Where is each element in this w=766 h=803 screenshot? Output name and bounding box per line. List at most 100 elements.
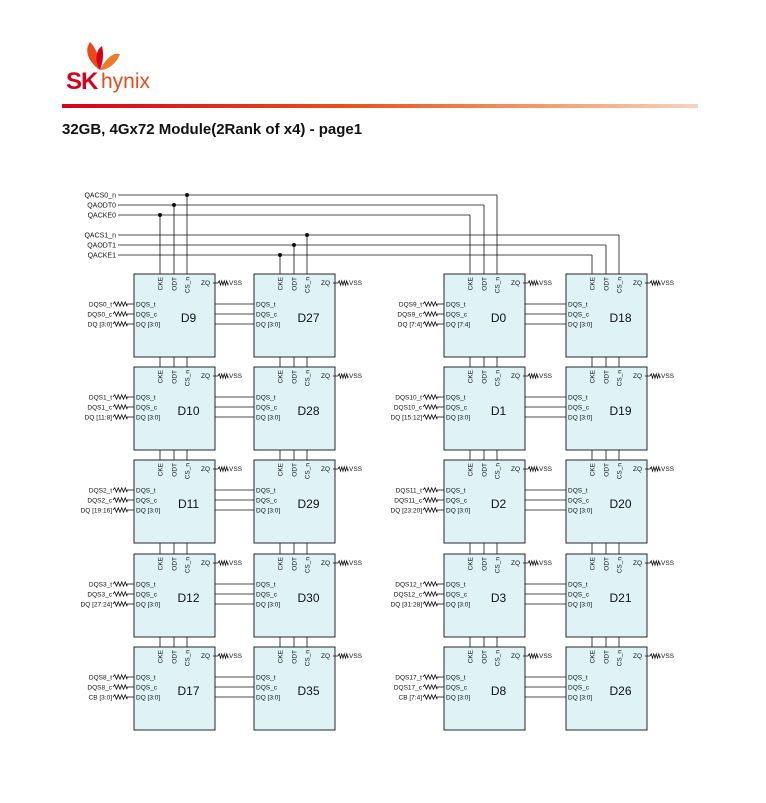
pin-label-odt: ODT [481,463,488,477]
zq-resistor [217,652,229,660]
pin-label-zq: ZQ [511,373,520,380]
pin-label-left-2: DQ [3:0] [136,414,160,421]
pin-label-cke: CKE [157,556,164,570]
pin-label-cs-n: CS_n [184,370,191,387]
vss-label: VSS [539,373,553,380]
chip-body [133,459,216,544]
pin-label-cs-n: CS_n [304,650,311,667]
pin-label-left-2: DQ [3:0] [256,694,280,701]
signal-label-0: DQS17_t [395,674,422,681]
pin-label-odt: ODT [291,370,298,384]
pin-label-left-1: DQS_c [256,404,278,411]
pin-label-zq: ZQ [511,653,520,660]
pin-label-zq: ZQ [321,653,330,660]
pin-label-left-2: DQ [3:0] [256,507,280,514]
pin-label-zq: ZQ [201,560,210,567]
pin-label-cke: CKE [157,649,164,663]
signal-label-0: DQS12_t [395,581,422,588]
vss-label: VSS [349,280,363,287]
pin-label-left-2: DQ [3:0] [136,601,160,608]
pin-label-left-1: DQS_c [256,591,278,598]
signal-label-2: CB [3:0] [89,694,113,701]
pin-label-odt: ODT [481,557,488,571]
pin-label-cs-n: CS_n [494,463,501,480]
signal-label-0: DQS9_t [399,301,422,308]
vbus-left-primary-cke-junction [158,213,162,217]
page-title: 32GB, 4Gx72 Module(2Rank of x4) - page1 [62,121,363,138]
pin-label-zq: ZQ [201,466,210,473]
vbus-left-secondary-cke-junction [278,253,282,257]
pin-label-odt: ODT [603,463,610,477]
signal-resistor-0 [422,486,438,494]
pin-label-odt: ODT [171,650,178,664]
signal-label-0: DQS1_t [89,394,112,401]
signal-resistor-2 [112,413,128,421]
pin-label-cs-n: CS_n [494,650,501,667]
pin-label-odt: ODT [171,463,178,477]
device-label: D2 [491,497,507,511]
signal-label-1: DQS12_c [394,591,423,598]
device-label: D17 [177,684,199,698]
signal-label-1: DQS11_c [394,497,422,504]
pin-label-left-0: DQS_t [568,674,588,681]
pin-label-left-0: DQS_t [136,394,156,401]
vbus-left-secondary-csn-junction [305,233,309,237]
header-gradient-bar [62,104,698,108]
vss-label: VSS [539,466,553,473]
pin-label-odt: ODT [171,557,178,571]
pin-label-left-0: DQS_t [136,581,156,588]
vss-label: VSS [229,560,243,567]
pin-label-odt: ODT [171,277,178,291]
pin-label-cke: CKE [277,462,284,476]
signal-label-1: DQS9_c [397,311,422,318]
zq-resistor [337,559,349,567]
pin-label-cke: CKE [467,556,474,570]
pin-label-left-0: DQS_t [446,301,466,308]
device-label: D27 [297,311,319,325]
signal-resistor-1 [422,403,438,411]
vbus-left-secondary-odt-junction [292,243,296,247]
pin-label-left-2: DQ [3:0] [136,507,160,514]
zq-resistor [527,559,539,567]
vss-label: VSS [539,560,553,567]
pin-label-cke: CKE [277,649,284,663]
pin-label-odt: ODT [291,557,298,571]
signal-resistor-2 [422,506,438,514]
chip-body [133,273,216,358]
pin-label-cs-n: CS_n [304,557,311,574]
zq-resistor [649,372,661,380]
vss-label: VSS [539,653,553,660]
pin-label-left-0: DQS_t [256,394,276,401]
chip-body [565,366,648,451]
signal-resistor-2 [422,320,438,328]
zq-resistor [217,372,229,380]
chip-body [443,646,526,731]
pin-label-odt: ODT [481,277,488,291]
signal-label-2: CB [7:4] [399,694,423,701]
pin-label-odt: ODT [291,463,298,477]
bus-label-rank0-0: QACS0_n [84,193,116,200]
zq-resistor [527,279,539,287]
signal-resistor-2 [112,506,128,514]
pin-label-left-1: DQS_c [256,497,278,504]
pin-label-odt: ODT [291,650,298,664]
zq-resistor [337,279,349,287]
pin-label-left-0: DQS_t [446,581,466,588]
pin-label-odt: ODT [481,650,488,664]
signal-resistor-1 [112,403,128,411]
pin-label-zq: ZQ [321,373,330,380]
device-label: D18 [609,311,631,325]
signal-label-2: DQ [31:28] [391,601,423,608]
pin-label-left-1: DQS_c [446,311,468,318]
pin-label-left-1: DQS_c [136,311,158,318]
signal-label-2: DQ [23:20] [391,507,423,514]
signal-label-1: DQS8_c [87,684,112,691]
